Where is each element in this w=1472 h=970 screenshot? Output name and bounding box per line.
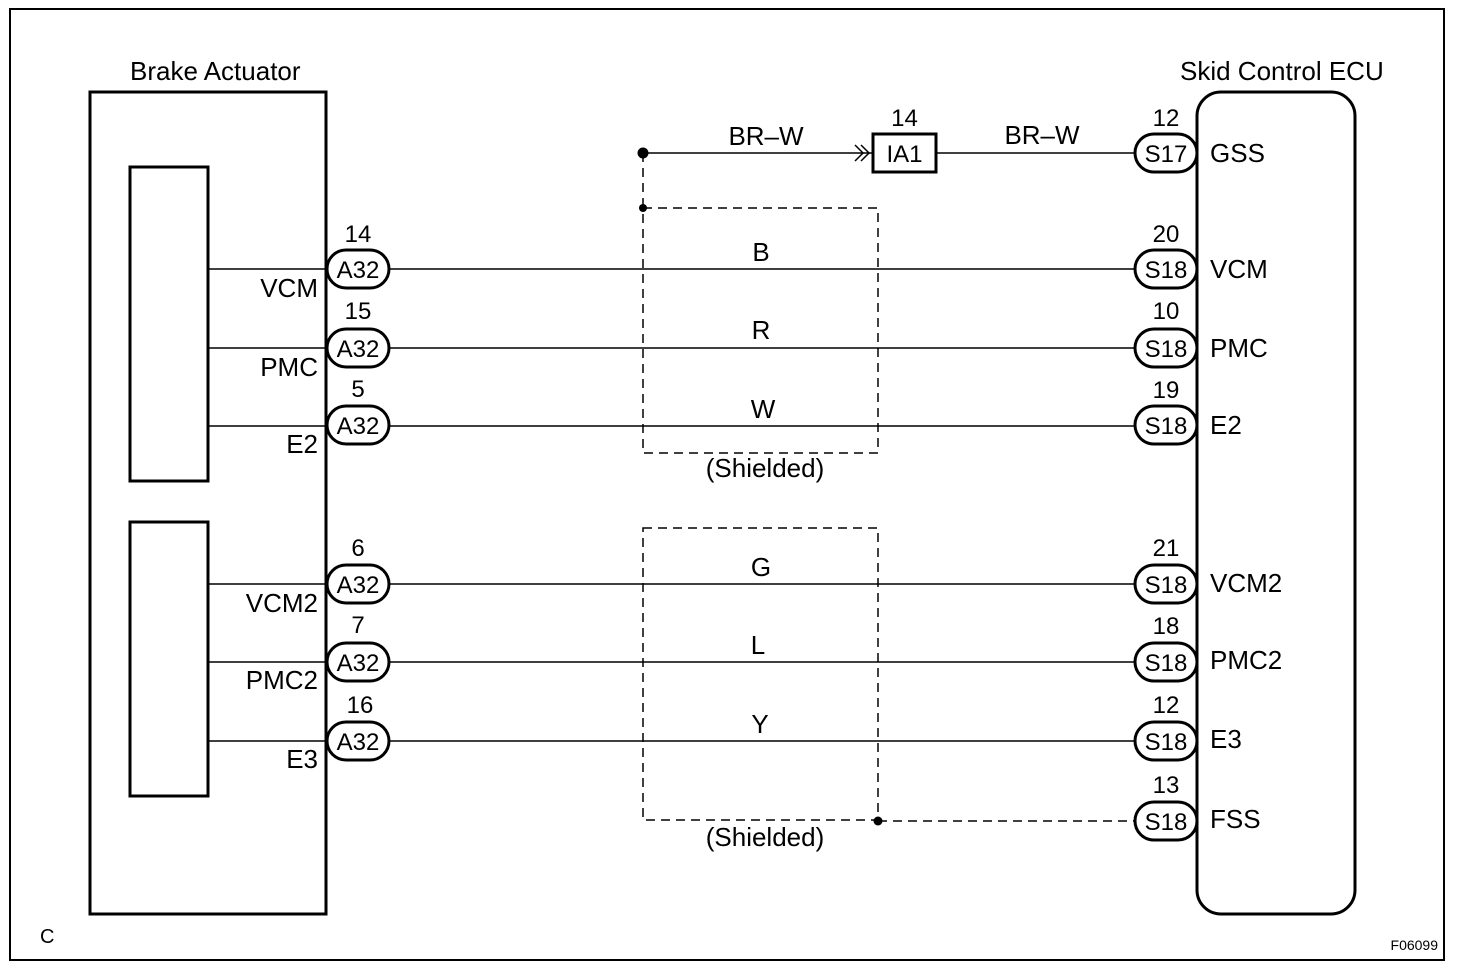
circuit-pmc2: PMC2 7 A32 L 18 S18 PMC2 <box>208 612 1282 695</box>
circuit-e2: E2 5 A32 W 19 S18 E2 <box>208 376 1242 459</box>
inline-connector-pin: 14 <box>891 105 918 132</box>
wire-color-label: G <box>751 552 771 582</box>
wire-color-label: R <box>752 315 771 345</box>
ecu-connector-label: S18 <box>1145 413 1188 440</box>
ecu-connector <box>1133 327 1199 369</box>
actuator-connector <box>325 404 391 446</box>
brake-actuator-title: Brake Actuator <box>130 56 301 86</box>
circuit-pmc: PMC 15 A32 R 10 S18 PMC <box>208 298 1268 382</box>
actuator-solenoid-upper <box>128 165 210 483</box>
ecu-terminal-label: E3 <box>1210 724 1242 754</box>
actuator-pin-number: 15 <box>345 298 372 325</box>
ecu-connector-label: S18 <box>1145 572 1188 599</box>
ecu-terminal-label: VCM2 <box>1210 568 1282 598</box>
skid-control-ecu-title: Skid Control ECU <box>1180 56 1384 86</box>
actuator-connector-label: A32 <box>337 257 380 284</box>
circuit-vcm: VCM 14 A32 B 20 S18 VCM <box>208 221 1268 303</box>
actuator-terminal-label: PMC2 <box>246 665 318 695</box>
ecu-terminal-label: PMC <box>1210 333 1268 363</box>
actuator-terminal-label: PMC <box>260 352 318 382</box>
actuator-terminal-label: VCM2 <box>246 588 318 618</box>
ecu-connector <box>1133 563 1199 605</box>
wire-color-label: Y <box>751 709 768 739</box>
skid-control-ecu-box <box>1195 90 1357 916</box>
ecu-pin-fss: 13 <box>1153 772 1180 799</box>
circuit-e3: E3 16 A32 Y 12 S18 E3 <box>208 692 1242 774</box>
inline-connector-arrow <box>854 144 871 162</box>
ecu-pin-number: 20 <box>1153 221 1180 248</box>
wire-color-label: B <box>752 237 769 267</box>
ecu-connector-label: S18 <box>1145 729 1188 756</box>
ecu-pin-number: 19 <box>1153 377 1180 404</box>
ecu-pin-gss: 12 <box>1153 105 1180 132</box>
ecu-connector-fss <box>1133 800 1199 842</box>
actuator-pin-number: 16 <box>347 692 374 719</box>
actuator-pin-number: 6 <box>351 535 364 562</box>
ecu-connector-s17-label: S17 <box>1145 141 1188 168</box>
shield-junction-dot <box>639 204 647 212</box>
figure-id: F06099 <box>1391 937 1439 953</box>
actuator-pin-number: 5 <box>351 376 364 403</box>
inline-connector-ia1 <box>871 132 938 174</box>
actuator-terminal-label: E2 <box>286 429 318 459</box>
actuator-connector-label: A32 <box>337 729 380 756</box>
actuator-terminal-label: VCM <box>260 273 318 303</box>
actuator-pin-number: 7 <box>351 612 364 639</box>
ecu-terminal-label: VCM <box>1210 254 1268 284</box>
brake-actuator-box <box>88 90 328 916</box>
ecu-connector <box>1133 641 1199 683</box>
ecu-pin-number: 10 <box>1153 298 1180 325</box>
actuator-pin-number: 14 <box>345 221 372 248</box>
actuator-terminal-label: E3 <box>286 744 318 774</box>
ecu-connector-fss-label: S18 <box>1145 809 1188 836</box>
shield-label-lower: (Shielded) <box>706 822 825 852</box>
ecu-terminal-label: PMC2 <box>1210 645 1282 675</box>
ecu-terminal-fss: FSS <box>1210 804 1261 834</box>
ecu-connector <box>1133 720 1199 762</box>
actuator-connector-label: A32 <box>337 336 380 363</box>
ecu-pin-number: 12 <box>1153 692 1180 719</box>
actuator-connector-label: A32 <box>337 413 380 440</box>
ecu-connector <box>1133 248 1199 290</box>
shield-label-upper: (Shielded) <box>706 453 825 483</box>
ecu-connector-label: S18 <box>1145 650 1188 677</box>
gss-wire-color-left: BR–W <box>728 121 804 151</box>
ecu-terminal-label: E2 <box>1210 410 1242 440</box>
actuator-connector-label: A32 <box>337 650 380 677</box>
circuit-vcm2: VCM2 6 A32 G 21 S18 VCM2 <box>208 535 1282 618</box>
gss-wire-color-right: BR–W <box>1004 120 1080 150</box>
inline-connector-label: IA1 <box>886 141 922 168</box>
wire-color-label: L <box>751 630 765 660</box>
shield-box-lower <box>642 527 879 821</box>
ecu-connector-label: S18 <box>1145 336 1188 363</box>
ecu-pin-number: 18 <box>1153 613 1180 640</box>
ecu-connector-s17 <box>1133 132 1199 174</box>
actuator-solenoid-lower <box>128 520 210 798</box>
corner-label: C <box>40 926 54 948</box>
actuator-connector-label: A32 <box>337 572 380 599</box>
ecu-pin-number: 21 <box>1153 535 1180 562</box>
ecu-connector-label: S18 <box>1145 257 1188 284</box>
ecu-connector <box>1133 404 1199 446</box>
shield-ground-dot <box>873 816 883 826</box>
diagram-frame <box>9 8 1445 961</box>
wire-color-label: W <box>751 394 776 424</box>
ecu-terminal-gss: GSS <box>1210 138 1265 168</box>
